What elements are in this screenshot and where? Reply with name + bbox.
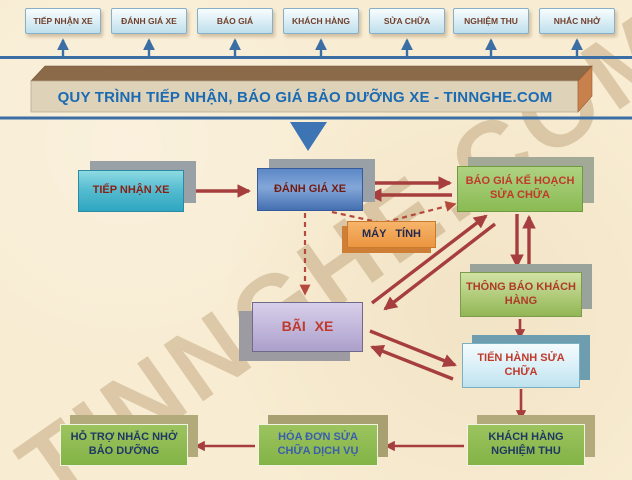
- legend-item-sua-chua: SỬA CHỮA: [369, 8, 445, 34]
- legend-up-arrows: [57, 38, 583, 57]
- banner-top-face: [30, 65, 593, 82]
- legend-item-bao-gia: BÁO GIÁ: [197, 8, 273, 34]
- flow-arrows: [186, 176, 536, 452]
- legend-item-nghiem-thu: NGHIỆM THU: [453, 8, 529, 34]
- arrow-baixe-to-baogia: [370, 214, 488, 305]
- node-hoa-don-sua-chua-dich-vu: HÓA ĐƠN SỬA CHỮA DỊCH VỤ: [258, 424, 378, 466]
- node-thong-bao-khach-hang: THÔNG BÁO KHÁCH HÀNG: [460, 272, 582, 317]
- banner-right-cap: [577, 65, 593, 113]
- legend-item-tiep-nhan-xe: TIẾP NHẬN XE: [25, 8, 101, 34]
- node-danh-gia-xe: ĐÁNH GIÁ XE: [257, 168, 363, 211]
- legend-item-danh-gia-xe: ĐÁNH GIÁ XE: [111, 8, 187, 34]
- banner-title: QUY TRÌNH TIẾP NHẬN, BÁO GIÁ BẢO DƯỠNG X…: [57, 88, 553, 106]
- arrow-baogia-to-baixe: [383, 222, 497, 311]
- node-bai-xe: BÃI XE: [252, 302, 363, 352]
- node-khach-hang-nghiem-thu: KHÁCH HÀNG NGHIỆM THU: [467, 424, 585, 466]
- banner-3d-bar: [30, 65, 593, 113]
- banner-pointer-triangle: [290, 122, 327, 151]
- legend-item-khach-hang: KHÁCH HÀNG: [283, 8, 359, 34]
- node-ho-tro-nhac-nho-bao-duong: HỖ TRỢ NHẮC NHỞ BẢO DƯỠNG: [60, 424, 188, 466]
- node-bao-gia-ke-hoach-sua-chua: BÁO GIÁ KẾ HOẠCH SỬA CHỮA: [457, 166, 583, 212]
- arrow-tienhanh-to-baixe: [370, 344, 454, 381]
- dashed-maytinh-to-baogia: [331, 201, 457, 225]
- node-tien-hanh-sua-chua: TIẾN HÀNH SỬA CHỮA: [462, 343, 580, 388]
- node-tiep-nhan-xe: TIẾP NHẬN XE: [78, 170, 184, 212]
- legend-item-nhac-nho: NHẮC NHỞ: [539, 8, 615, 34]
- dashed-links: [299, 201, 457, 296]
- arrow-baixe-to-tienhanh: [369, 329, 457, 368]
- node-may-tinh: MÁY TÍNH: [347, 221, 436, 248]
